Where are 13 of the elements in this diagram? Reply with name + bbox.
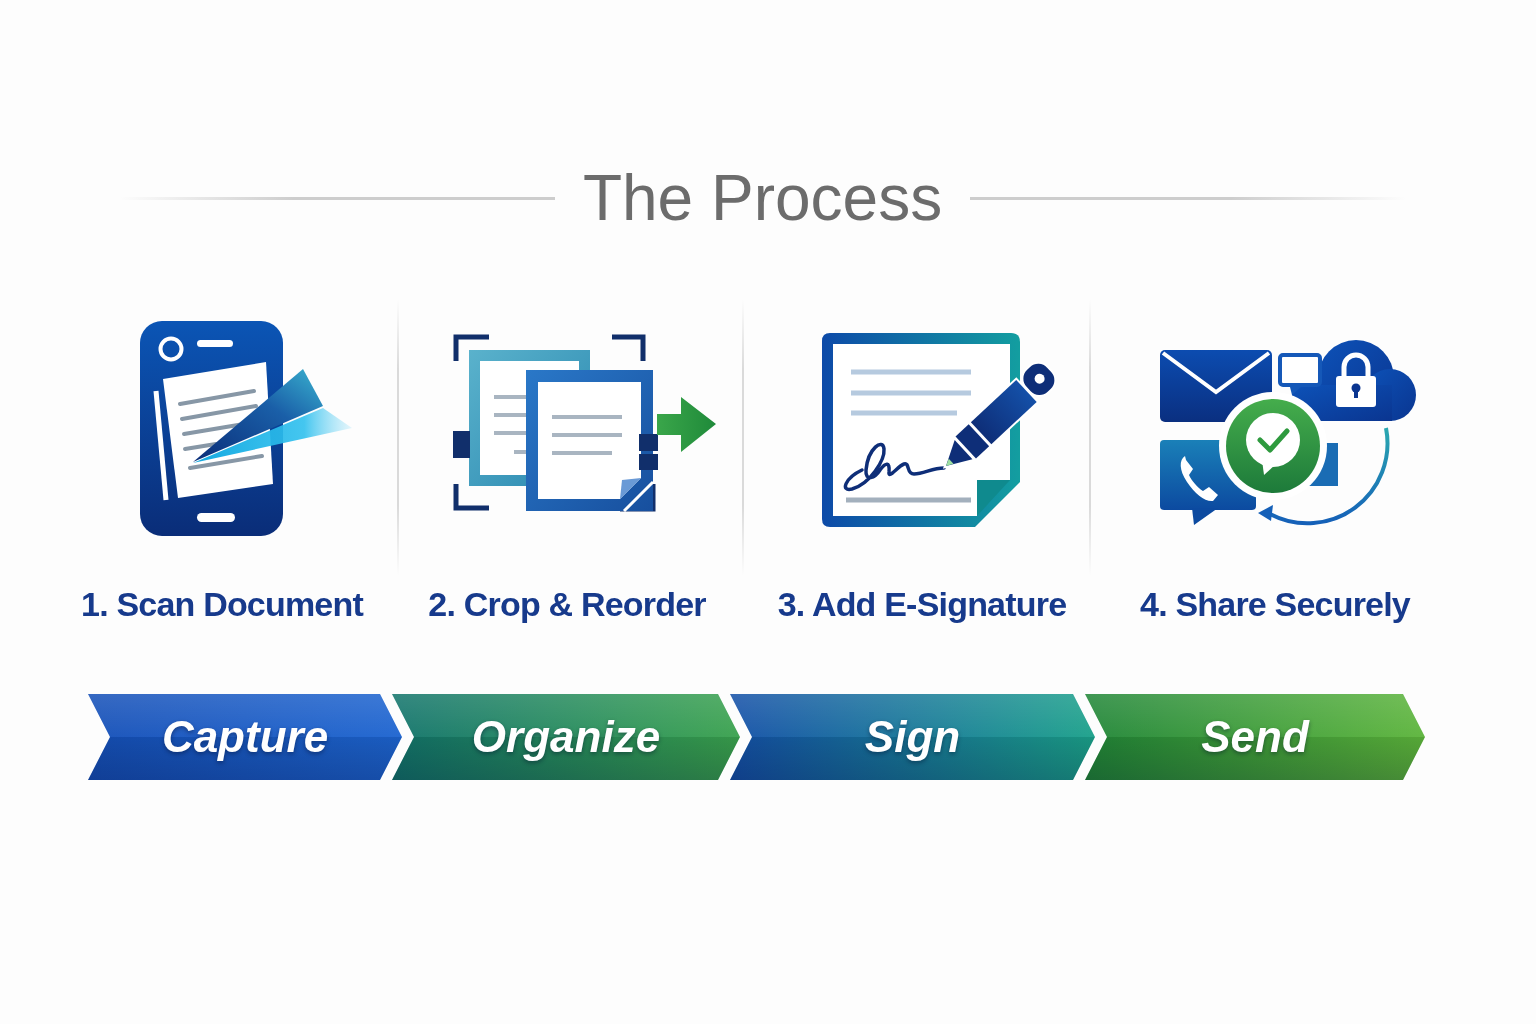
- step-label: 1. Scan Document: [81, 584, 363, 625]
- chevron-banner: [1085, 694, 1425, 780]
- chevron-banner: [392, 694, 740, 780]
- chevron-banner: [88, 694, 402, 780]
- step-label: 3. Add E-Signature: [777, 584, 1067, 625]
- step-label: 4. Share Securely: [1140, 584, 1410, 625]
- chevron-label: Capture: [161, 711, 329, 763]
- step-label: 2. Crop & Reorder: [428, 584, 706, 625]
- diagram-title: The Process: [582, 160, 943, 236]
- chevron-label: Send: [1201, 711, 1309, 763]
- chevron-label: Sign: [864, 711, 961, 763]
- chevron-banner: [730, 694, 1095, 780]
- chevron-label: Organize: [471, 711, 661, 763]
